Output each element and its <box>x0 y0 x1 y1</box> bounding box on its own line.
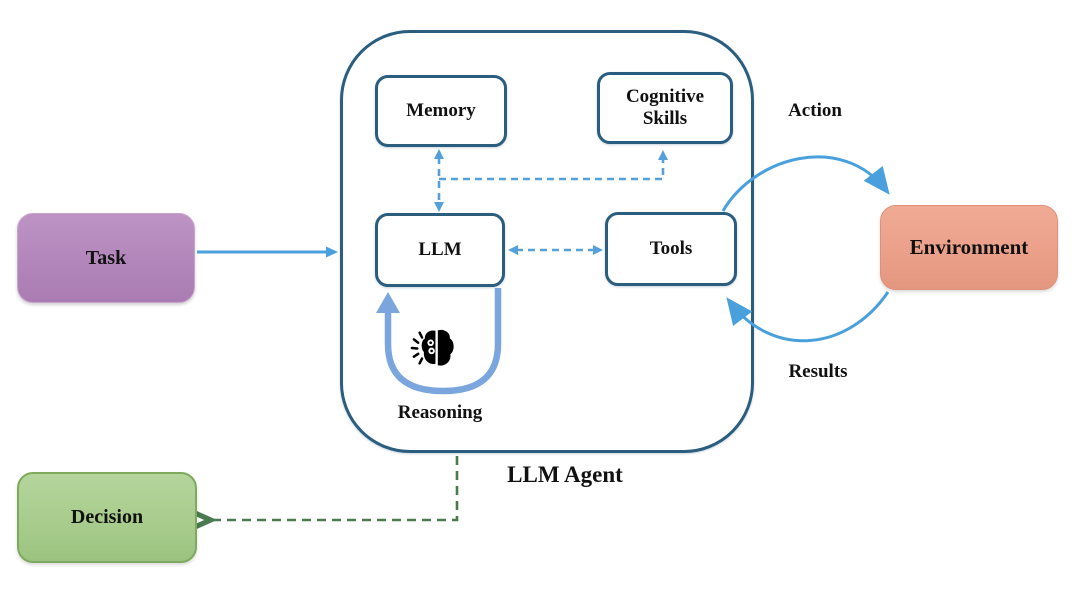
reasoning-edge-label: Reasoning <box>397 402 483 423</box>
memory-node: Memory <box>375 75 507 147</box>
agent-container-title: LLM Agent <box>507 462 623 487</box>
results-edge-label: Results <box>788 361 848 382</box>
environment-node: Environment <box>880 205 1058 290</box>
task-to-agent-arrow <box>197 246 338 258</box>
llm-label: LLM <box>418 239 462 261</box>
decision-node: Decision <box>17 472 197 563</box>
llm-node: LLM <box>375 213 505 287</box>
task-label: Task <box>85 246 127 269</box>
tools-label: Tools <box>649 238 693 260</box>
memory-label: Memory <box>406 100 476 122</box>
task-node: Task <box>17 213 195 303</box>
cognitive-skills-label: Cognitive Skills <box>625 86 705 129</box>
tools-node: Tools <box>605 212 737 286</box>
action-edge-label: Action <box>788 100 842 121</box>
environment-label: Environment <box>909 235 1029 259</box>
agent-to-decision-arrow <box>208 456 459 520</box>
cognitive-skills-node: Cognitive Skills <box>597 72 733 144</box>
decision-label: Decision <box>70 506 144 528</box>
brain-icon <box>408 326 460 372</box>
